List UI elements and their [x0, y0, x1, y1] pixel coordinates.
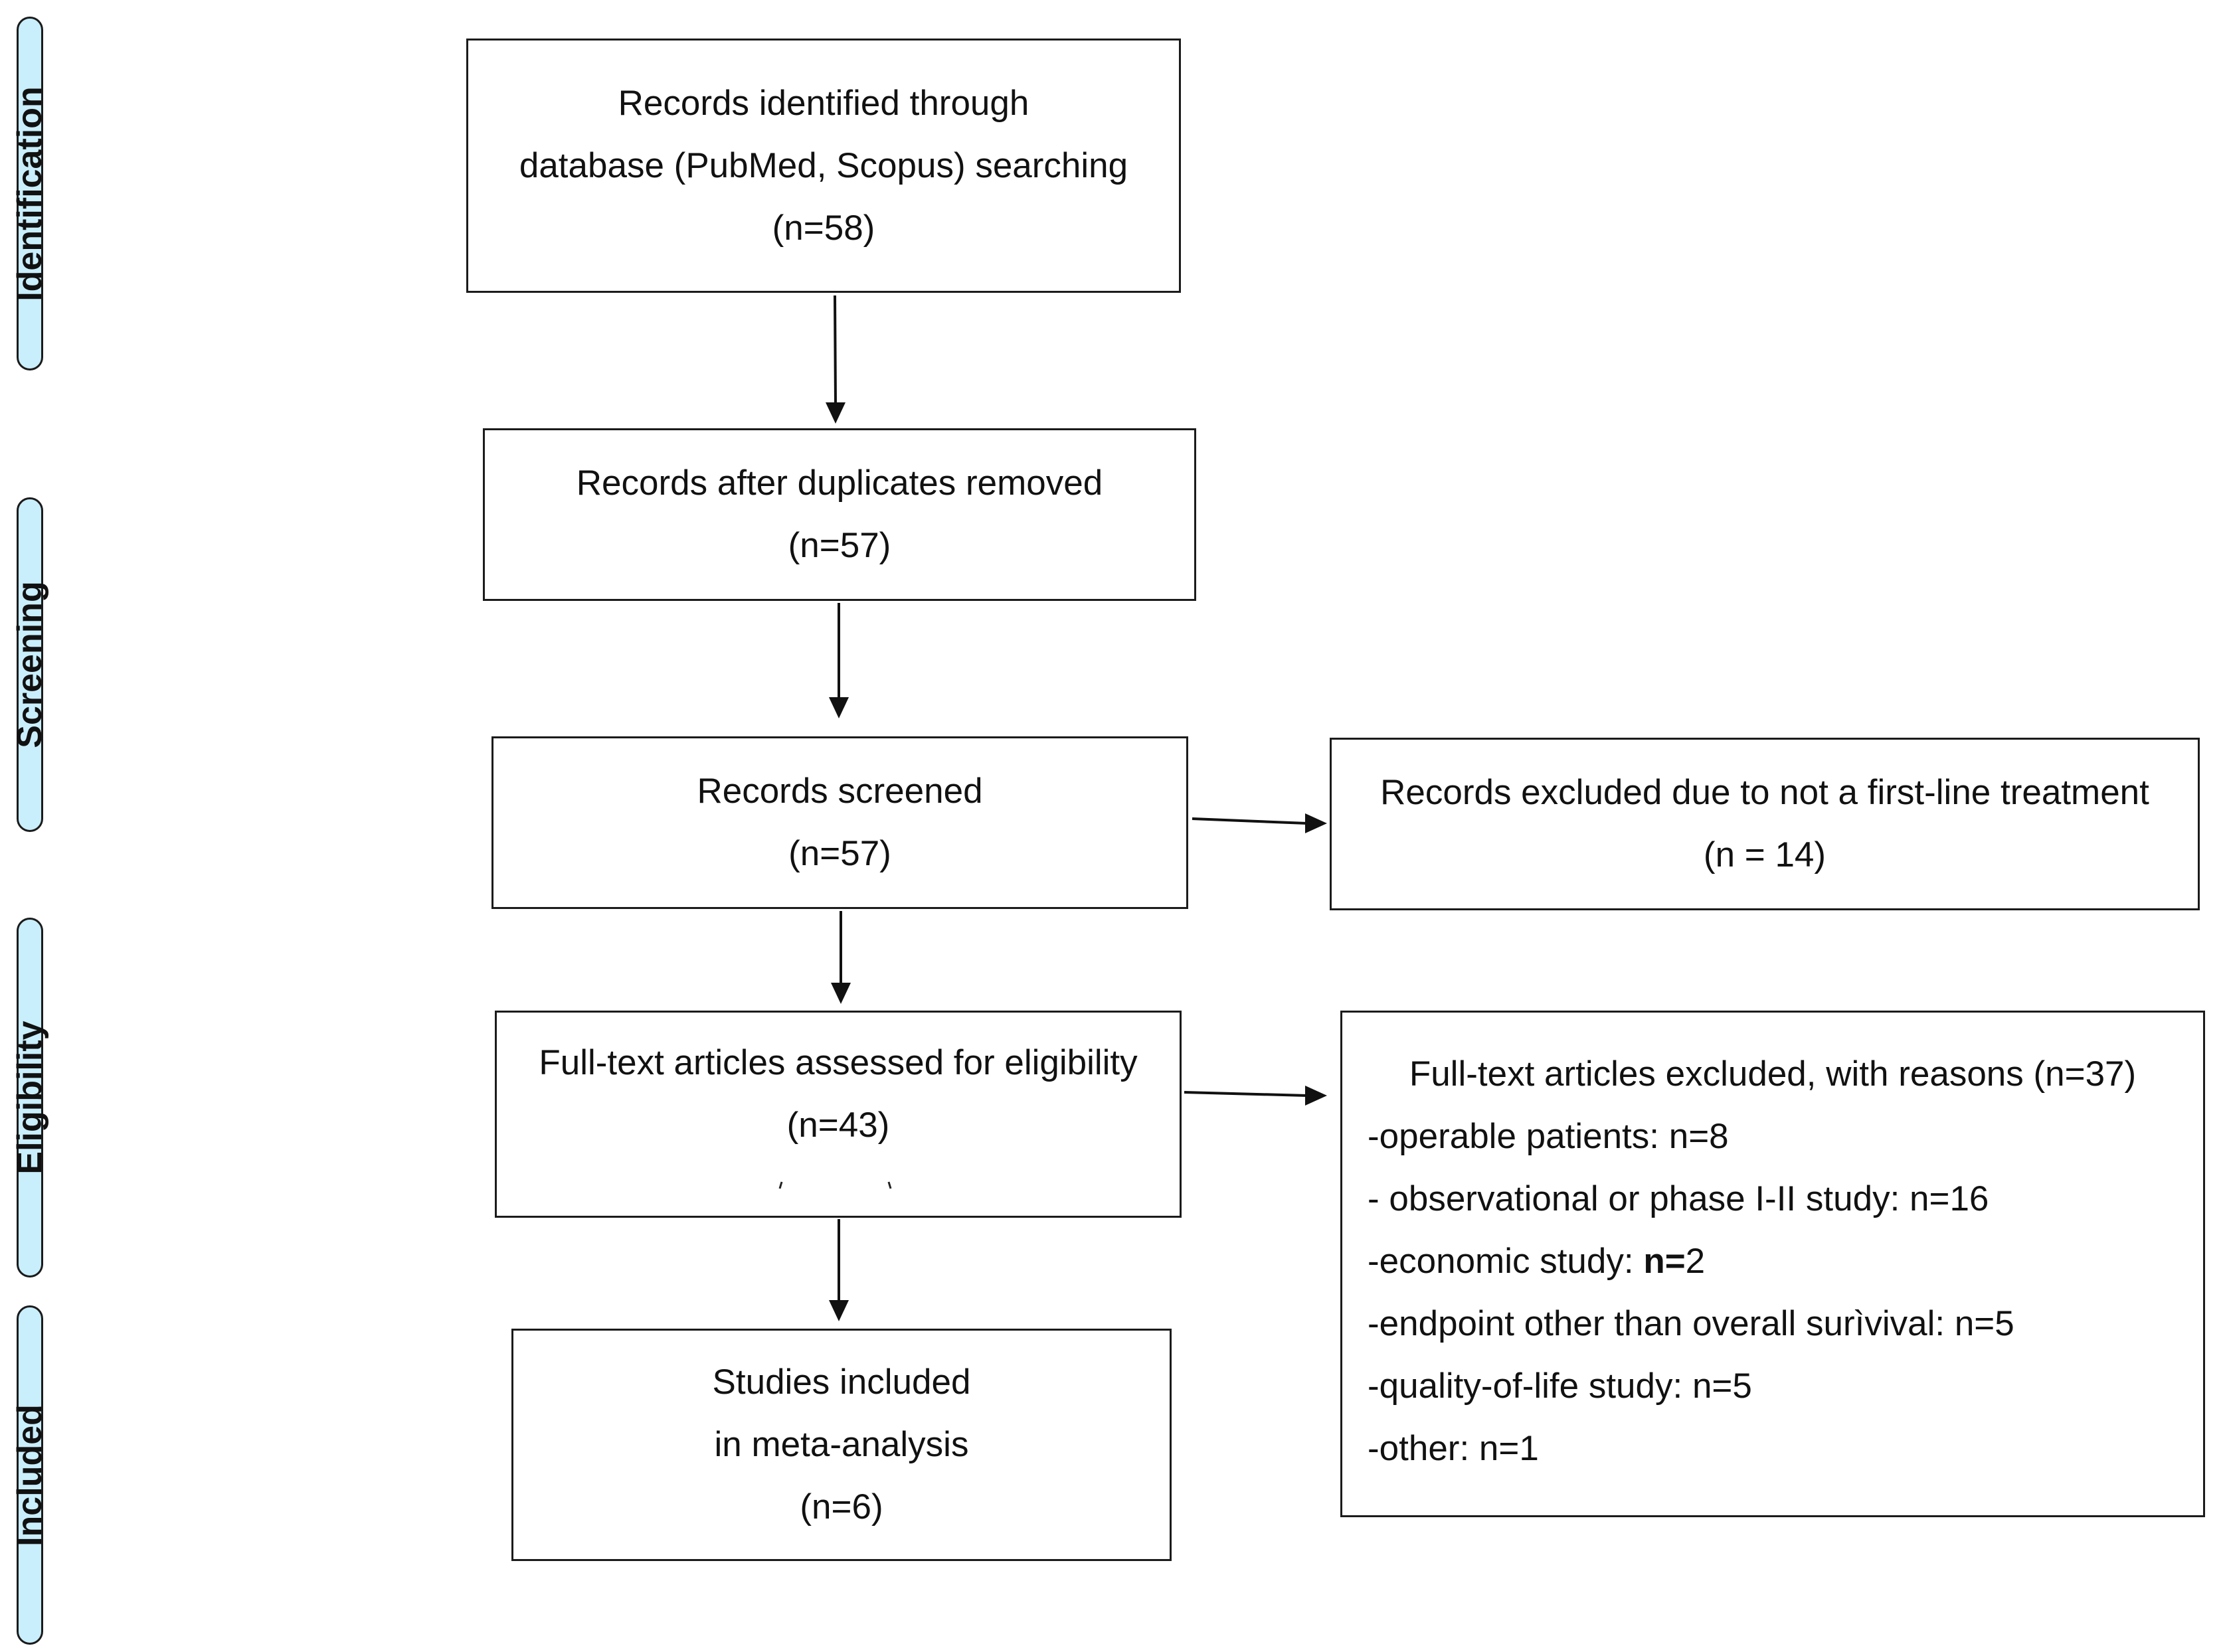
stray-marks	[778, 1181, 892, 1189]
reason-quality-of-life: -quality-of-life study: n=5	[1368, 1366, 1752, 1406]
reason-economic: -economic study: n=2	[1368, 1230, 2203, 1293]
screened-count: (n=57)	[788, 834, 891, 873]
reason-operable: -operable patients: n=8	[1368, 1117, 1729, 1156]
arrow-screened-to-full-text	[831, 911, 851, 1004]
stage-identification: Identification	[11, 17, 49, 371]
included-box: Studies included in meta-analysis (n=6)	[511, 1329, 1172, 1561]
screened-line1: Records screened	[697, 772, 983, 811]
identified-box: Records identified through database (Pub…	[466, 39, 1181, 293]
excluded-screening-line1: Records excluded due to not a first-line…	[1380, 773, 2149, 812]
arrow-duplicates-to-screened	[829, 603, 849, 718]
stage-screening: Screening	[11, 497, 49, 832]
reason-economic-bold: n=	[1643, 1242, 1686, 1281]
full-text-box: Full-text articles assessed for eligibil…	[495, 1011, 1182, 1218]
stage-included: Included	[11, 1305, 49, 1645]
duplicates-removed-count: (n=57)	[788, 526, 891, 565]
reason-economic-value: 2	[1685, 1242, 1706, 1281]
identified-count: (n=58)	[772, 208, 875, 248]
excluded-screening-box: Records excluded due to not a first-line…	[1330, 738, 2200, 910]
arrow-full-text-to-excluded	[1184, 1086, 1327, 1106]
duplicates-removed-line1: Records after duplicates removed	[576, 463, 1103, 503]
screened-box: Records screened (n=57)	[491, 736, 1188, 909]
full-text-excluded-heading: Full-text articles excluded, with reason…	[1409, 1054, 2137, 1094]
included-line2: in meta-analysis	[714, 1425, 969, 1464]
included-count: (n=6)	[800, 1487, 883, 1527]
arrow-identified-to-duplicates	[826, 295, 846, 424]
reason-observational: - observational or phase I-II study: n=1…	[1368, 1179, 1989, 1218]
duplicates-removed-box: Records after duplicates removed (n=57)	[483, 428, 1196, 601]
full-text-line1: Full-text articles assessed for eligibil…	[539, 1043, 1138, 1082]
arrow-screened-to-excluded	[1192, 813, 1327, 833]
full-text-excluded-box: Full-text articles excluded, with reason…	[1340, 1011, 2205, 1517]
included-line1: Studies included	[712, 1363, 971, 1402]
stage-eligibility: Eligibility	[11, 918, 49, 1278]
identified-line2: database (PubMed, Scopus) searching	[519, 145, 1128, 185]
excluded-screening-count: (n = 14)	[1703, 835, 1826, 874]
full-text-count: (n=43)	[786, 1106, 890, 1145]
reason-economic-label: -economic study:	[1368, 1242, 1644, 1281]
reason-endpoint: -endpoint other than overall surìvival: …	[1368, 1304, 2014, 1343]
reason-other: -other: n=1	[1368, 1429, 1539, 1468]
arrow-full-text-to-included	[829, 1219, 849, 1321]
identified-line1: Records identified through	[618, 83, 1029, 123]
